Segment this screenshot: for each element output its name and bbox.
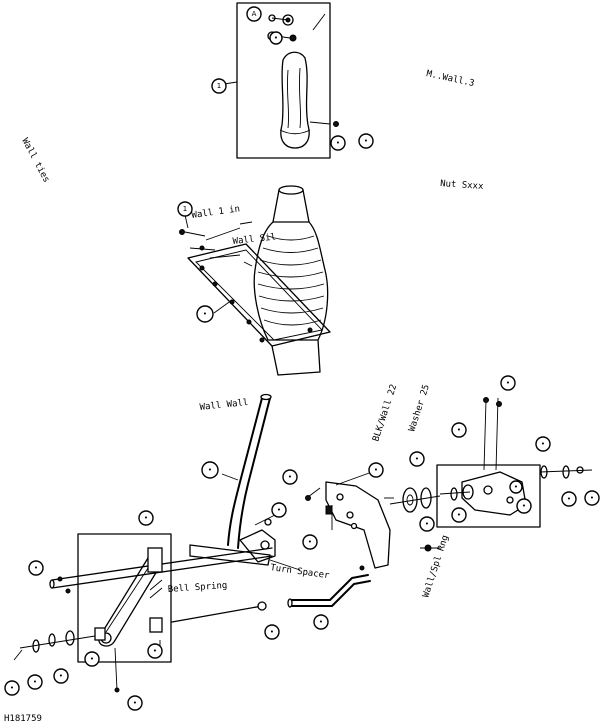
reference-note: Wall Sil: [232, 233, 276, 247]
shift-boot-assembly: [179, 185, 331, 376]
svg-text:1: 1: [217, 82, 221, 90]
svg-text:A: A: [252, 10, 257, 18]
callout-marker: •: [28, 560, 44, 576]
svg-text:•: •: [33, 678, 37, 686]
svg-text:•: •: [425, 520, 429, 528]
reference-note: M..Wall.3: [425, 69, 475, 89]
figure-id: H181759: [4, 714, 42, 724]
svg-text:•: •: [567, 495, 571, 503]
callout-marker: •: [451, 507, 467, 523]
svg-text:•: •: [522, 502, 526, 510]
callout-marker: •: [127, 695, 143, 711]
callout-marker: A: [246, 6, 262, 22]
svg-text:•: •: [364, 137, 368, 145]
reference-note: Wall ties: [19, 137, 51, 185]
callout-marker: •: [4, 680, 20, 696]
reference-note: Washer 25: [407, 383, 432, 432]
callout-marker: •: [419, 516, 435, 532]
callout-marker: •: [409, 451, 425, 467]
callout-marker: •: [368, 462, 384, 478]
svg-text:•: •: [277, 506, 281, 514]
svg-text:•: •: [308, 538, 312, 546]
callout-marker: •: [500, 375, 516, 391]
svg-text:•: •: [415, 455, 419, 463]
svg-text:•: •: [506, 379, 510, 387]
callout-marker: •: [509, 480, 523, 494]
callout-marker: 1: [177, 201, 193, 217]
callout-marker: •: [138, 510, 154, 526]
callout-marker: •: [282, 469, 298, 485]
svg-text:•: •: [133, 699, 137, 707]
svg-text:1: 1: [183, 205, 187, 213]
callout-marker: •: [264, 624, 280, 640]
shift-knob-detail: [223, 2, 339, 159]
callout-markers: A • 1 • • 1 • • • • • • • • • • • • • • …: [4, 6, 600, 711]
svg-text:•: •: [319, 618, 323, 626]
linkage-assembly: [171, 471, 441, 623]
reference-note: Nut Sxxx: [440, 179, 485, 192]
reference-note: BLK/Wall 22: [371, 383, 399, 443]
callout-marker: •: [330, 135, 346, 151]
svg-text:•: •: [10, 684, 14, 692]
svg-text:•: •: [374, 466, 378, 474]
callout-marker: •: [451, 422, 467, 438]
svg-text:•: •: [270, 628, 274, 636]
svg-text:•: •: [274, 34, 278, 42]
reference-note: Wall 1 in: [191, 204, 241, 221]
callout-marker: •: [27, 674, 43, 690]
svg-text:•: •: [336, 139, 340, 147]
callout-marker: •: [269, 31, 283, 45]
svg-text:•: •: [208, 466, 212, 474]
callout-marker: •: [196, 305, 214, 323]
svg-text:•: •: [457, 511, 461, 519]
callout-marker: •: [313, 614, 329, 630]
reference-note: Wall Wall: [199, 398, 249, 413]
pedal-bracket-detail: [13, 533, 273, 693]
svg-text:•: •: [144, 514, 148, 522]
callout-marker: •: [584, 490, 600, 506]
svg-text:•: •: [514, 483, 518, 491]
callout-marker: •: [84, 651, 100, 667]
svg-text:•: •: [288, 473, 292, 481]
reference-note: Wall/Spl Rng: [421, 534, 451, 599]
svg-text:•: •: [153, 647, 157, 655]
callout-marker: •: [561, 491, 577, 507]
reference-note: Bell Spring: [168, 581, 228, 595]
callout-marker: •: [147, 643, 163, 659]
callout-marker: •: [201, 461, 219, 479]
svg-text:•: •: [90, 655, 94, 663]
svg-text:•: •: [457, 426, 461, 434]
callout-marker: •: [358, 133, 374, 149]
svg-text:•: •: [203, 310, 207, 318]
callout-marker: •: [516, 498, 532, 514]
callout-marker: 1: [211, 78, 227, 94]
shift-lever: [189, 393, 272, 566]
callout-marker: •: [535, 436, 551, 452]
callout-marker: •: [271, 502, 287, 518]
callout-marker: •: [53, 668, 69, 684]
svg-text:•: •: [541, 440, 545, 448]
svg-text:•: •: [34, 564, 38, 572]
svg-text:•: •: [590, 494, 594, 502]
reference-note: Turn Spacer: [270, 563, 331, 581]
svg-text:•: •: [59, 672, 63, 680]
right-bracket-detail: [436, 397, 593, 528]
callout-marker: •: [302, 534, 318, 550]
